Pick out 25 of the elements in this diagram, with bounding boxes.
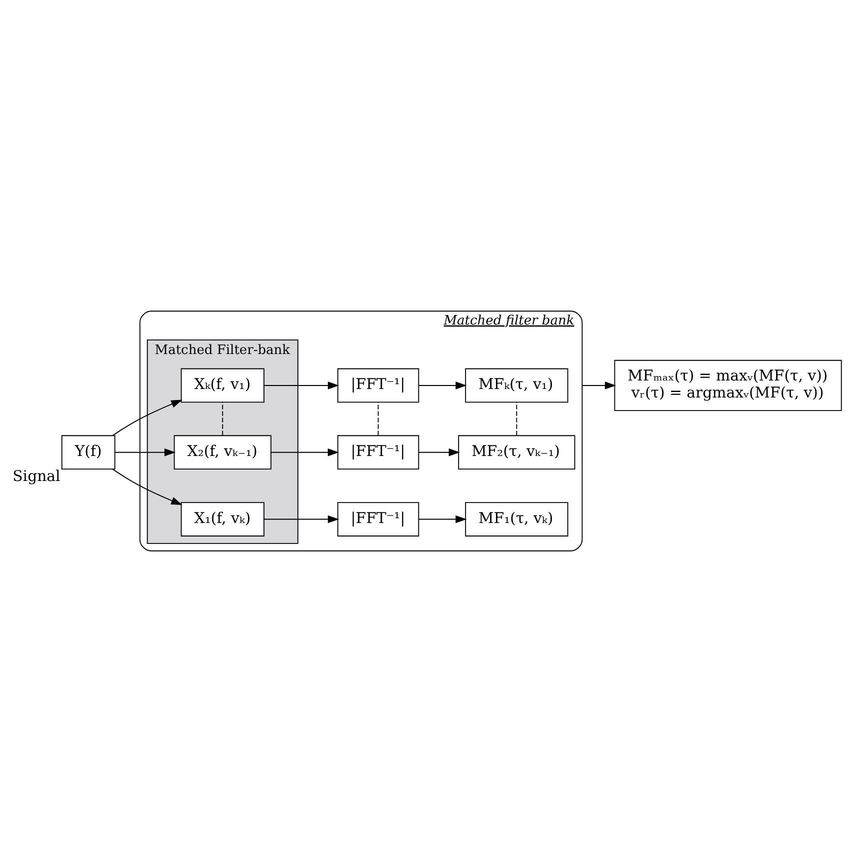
arrow — [270, 448, 339, 456]
node-box: MFₖ(τ, v₁) — [465, 368, 568, 402]
node-box: X₂(f, vₖ₋₁) — [174, 434, 272, 470]
arrow — [418, 514, 467, 523]
connector — [378, 401, 379, 436]
arrow — [418, 381, 467, 389]
node-label: Signal — [12, 466, 60, 484]
arrow — [418, 448, 460, 456]
node-box: |FFT⁻¹| — [337, 502, 420, 536]
arrow — [264, 381, 340, 389]
node-box: MF₂(τ, vₖ₋₁) — [458, 434, 576, 470]
arrow — [582, 381, 616, 389]
node-box: |FFT⁻¹| — [337, 434, 420, 470]
connector — [516, 401, 518, 436]
node-box: Y(f) — [61, 434, 116, 470]
node-box: X₁(f, vₖ) — [180, 502, 264, 536]
arrow — [264, 514, 340, 523]
node-box: |FFT⁻¹| — [337, 368, 420, 402]
arrow — [114, 448, 176, 456]
node-box: MF₁(τ, vₖ) — [465, 502, 568, 536]
node-box: MFₘₐₓ(τ) = maxᵥ(MF(τ, v)) vᵣ(τ) = argmaxᵥ(MF(τ, v)) — [614, 359, 842, 411]
connector — [222, 401, 224, 436]
arrow — [112, 399, 182, 436]
arrow — [112, 468, 182, 504]
node-box: Xₖ(f, v₁) — [180, 368, 264, 402]
